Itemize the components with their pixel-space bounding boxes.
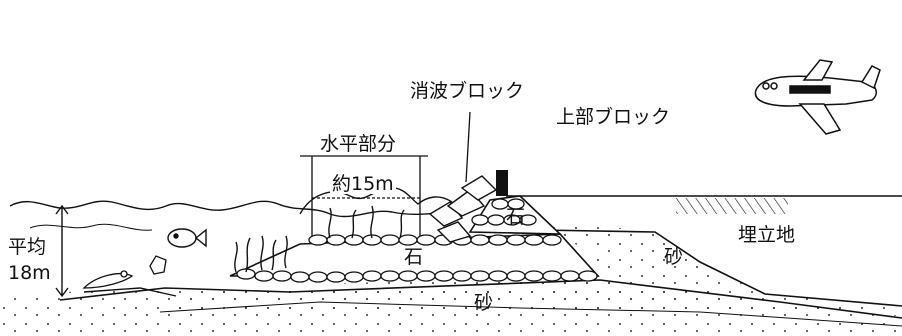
land-hatch xyxy=(676,198,788,214)
stone-lower-label: 石 xyxy=(404,246,424,268)
upper-block xyxy=(496,170,508,196)
sea-surface-line-2 xyxy=(29,223,153,231)
upper-block-leader xyxy=(508,148,540,170)
depth-label: 18m xyxy=(8,262,51,284)
seabed-front xyxy=(83,287,177,297)
sand-bottom xyxy=(0,278,902,336)
shrimp-icon xyxy=(82,270,134,289)
horizontal-part-bracket xyxy=(300,155,428,236)
rock-icon xyxy=(149,255,167,275)
wave-block-leader xyxy=(465,111,471,183)
armour-stones xyxy=(236,198,598,283)
seaweed xyxy=(234,205,405,273)
wave-dissipating-blocks xyxy=(428,175,498,243)
stone-upper-label: 石 xyxy=(506,206,526,228)
seabed-line-lower xyxy=(159,301,902,327)
approx-width-label: 約15m xyxy=(330,173,396,195)
depth-arrow xyxy=(55,204,69,298)
wave-block-label: 消波ブロック xyxy=(410,80,525,102)
reclaimed-land-label: 埋立地 xyxy=(738,224,796,246)
airplane-icon xyxy=(754,59,881,135)
fish-icon xyxy=(167,228,207,248)
horizontal-part-label: 水平部分 xyxy=(318,133,399,155)
sand-bottom-label: 砂 xyxy=(474,292,494,314)
upper-block-label: 上部ブロック xyxy=(556,106,671,128)
sand-right-outline xyxy=(539,229,902,307)
sand-right-label: 砂 xyxy=(664,246,684,268)
sea-surface-line xyxy=(9,200,449,218)
average-label: 平均 xyxy=(8,236,47,258)
